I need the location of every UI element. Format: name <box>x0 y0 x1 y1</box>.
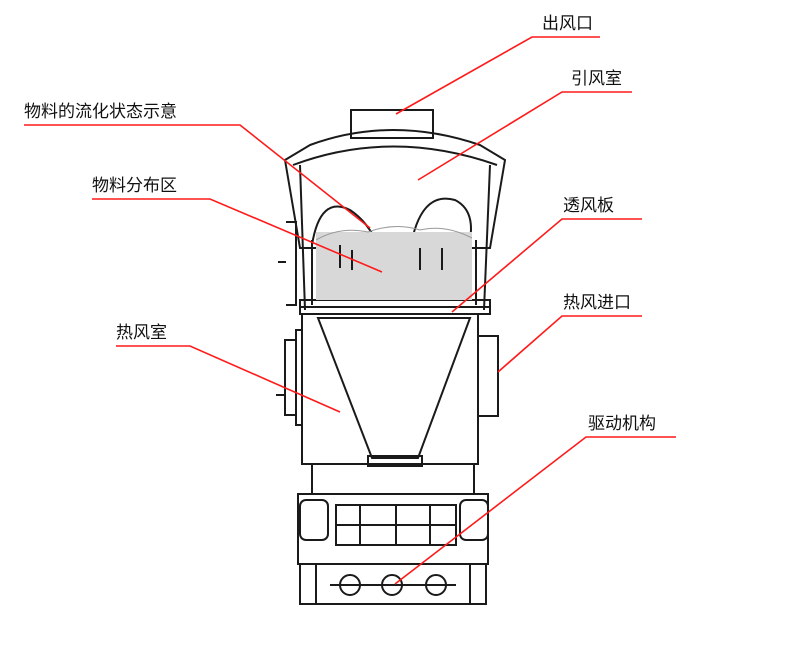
label-outlet: 出风口 <box>542 14 593 34</box>
hood <box>283 129 507 249</box>
label-hot-air-chamber: 热风室 <box>116 323 167 343</box>
label-material-zone: 物料分布区 <box>92 176 177 196</box>
label-induced-air-chamber: 引风室 <box>571 69 622 89</box>
leader-hot-air-chamber <box>116 345 341 413</box>
hot-air-inlet <box>477 335 499 417</box>
label-air-plate: 透风板 <box>563 196 614 216</box>
leader-induced-air-chamber <box>417 91 632 181</box>
leader-air-plate <box>451 218 642 313</box>
leader-outlet <box>395 36 600 115</box>
leader-drive <box>394 436 676 585</box>
leader-hot-air-inlet <box>497 315 642 373</box>
label-fluidization-state: 物料的流化状态示意 <box>24 102 177 122</box>
label-hot-air-inlet: 热风进口 <box>563 293 631 313</box>
hot-air-chamber <box>301 313 479 465</box>
leader-fluidization <box>24 124 371 229</box>
material-bed <box>315 226 473 300</box>
label-drive-mechanism: 驱动机构 <box>588 414 656 434</box>
leader-material-zone <box>92 198 383 273</box>
outlet-duct <box>350 109 434 139</box>
